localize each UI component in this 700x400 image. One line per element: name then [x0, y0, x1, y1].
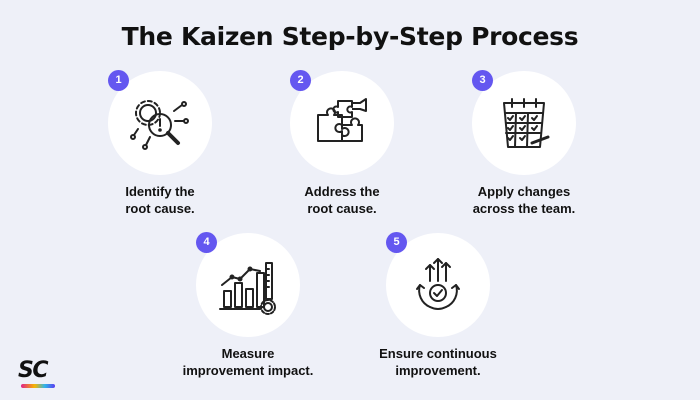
step-1-label-line-1: Identify the: [125, 184, 195, 199]
step-1-label-line-2: root cause.: [125, 201, 195, 216]
step-2-badge: 2: [290, 70, 311, 91]
puzzle-hand-icon: [317, 98, 367, 142]
page-title: The Kaizen Step-by-Step Process: [121, 22, 579, 51]
step-4-label-line-2: improvement impact.: [182, 363, 314, 378]
step-3-label-line-1: Apply changes: [477, 184, 571, 199]
step-1-label: Identify the root cause.: [60, 183, 260, 217]
step-4-badge: 4: [196, 232, 217, 253]
step-5-badge: 5: [386, 232, 407, 253]
logo-text: SC: [18, 358, 49, 383]
brand-logo: SC: [18, 358, 60, 390]
checklist-calendar-icon: [503, 98, 550, 148]
step-1-circle: [108, 71, 212, 175]
step-4-label-line-1: Measure: [221, 346, 275, 361]
step-3-label: Apply changes across the team.: [424, 183, 624, 217]
logo-underline: [21, 384, 55, 388]
step-4-label: Measure improvement impact.: [148, 345, 348, 379]
step-5-label: Ensure continuous improvement.: [338, 345, 538, 379]
step-1-badge: 1: [108, 70, 129, 91]
step-5-label-line-1: Ensure continuous: [379, 346, 497, 361]
gear-magnifier-icon: [130, 100, 189, 150]
step-3-label-line-2: across the team.: [472, 201, 576, 216]
step-3-badge: 3: [472, 70, 493, 91]
bar-chart-gear-icon: [219, 262, 276, 315]
step-2-label-line-2: root cause.: [307, 201, 377, 216]
step-2-label-line-1: Address the: [304, 184, 380, 199]
step-5-label-line-2: improvement.: [395, 363, 481, 378]
cycle-growth-icon: [416, 258, 460, 310]
step-2-label: Address the root cause.: [242, 183, 442, 217]
